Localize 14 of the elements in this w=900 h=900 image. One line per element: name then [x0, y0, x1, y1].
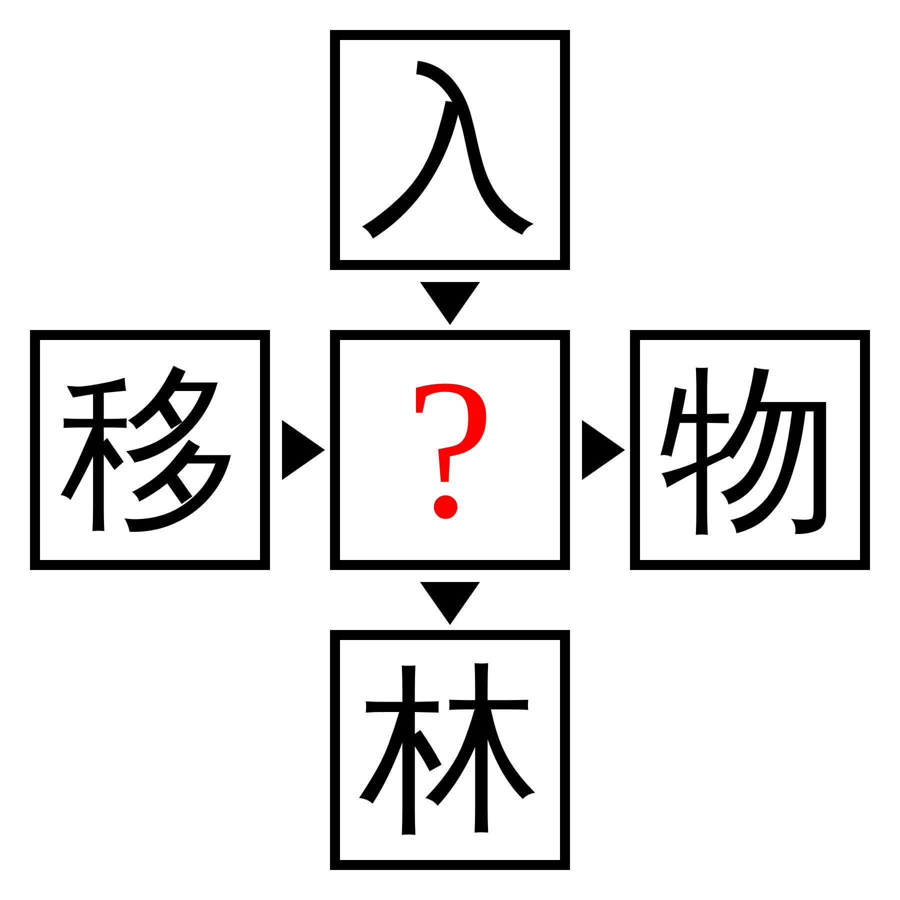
arrow [282, 420, 325, 480]
character-box [630, 330, 870, 570]
kanji-character: 移 [60, 360, 240, 540]
character-box [330, 630, 570, 870]
arrow [420, 282, 480, 325]
kanji-character: 林 [360, 660, 540, 840]
character-box [30, 330, 270, 570]
character-box [330, 30, 570, 270]
kanji-character: 入 [360, 60, 540, 240]
question-mark: ? [406, 350, 494, 550]
character-box [330, 330, 570, 570]
kanji-character: 物 [660, 360, 840, 540]
arrow [420, 582, 480, 625]
arrow [582, 420, 625, 480]
